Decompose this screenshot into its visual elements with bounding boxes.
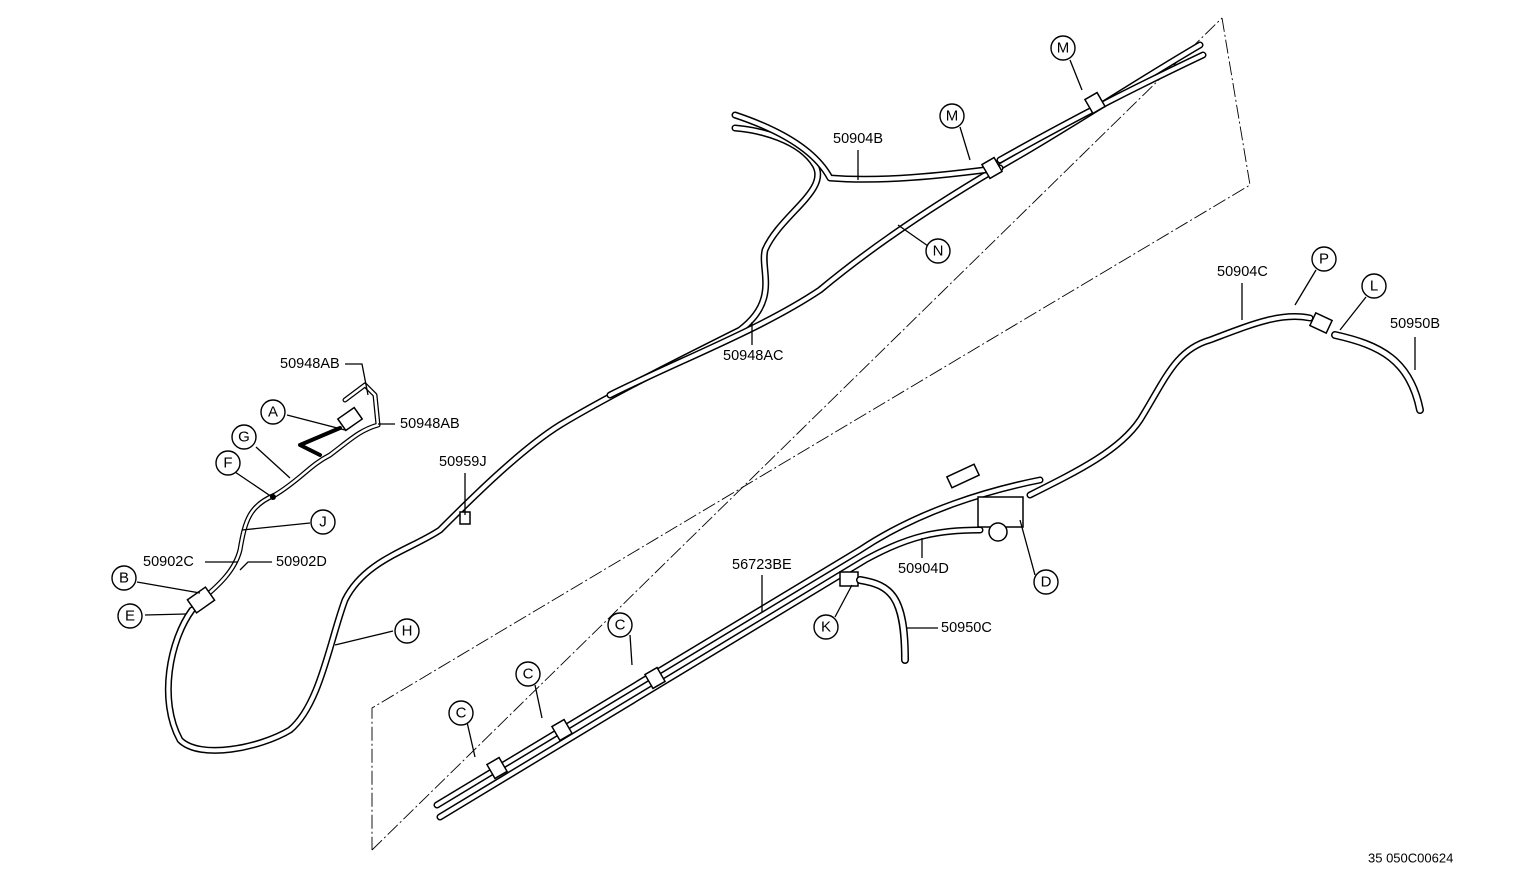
svg-text:M: M bbox=[946, 108, 959, 125]
pipe-N bbox=[606, 41, 1207, 399]
callout-C-3: C bbox=[448, 700, 474, 726]
label-50902D: 50902D bbox=[276, 554, 327, 570]
pipe-50904C bbox=[1026, 313, 1314, 499]
svg-text:N: N bbox=[933, 243, 944, 260]
drawing-number: 35 050C00624 bbox=[1368, 851, 1453, 866]
label-50904B: 50904B bbox=[833, 131, 883, 147]
label-56723BE: 56723BE bbox=[732, 557, 792, 573]
svg-text:C: C bbox=[523, 666, 534, 683]
callout-E: E bbox=[117, 603, 143, 629]
callout-H: H bbox=[394, 618, 420, 644]
callout-M-1: M bbox=[1050, 35, 1076, 61]
svg-text:L: L bbox=[1370, 278, 1378, 295]
svg-text:H: H bbox=[402, 623, 413, 640]
svg-text:K: K bbox=[821, 619, 831, 636]
svg-text:M: M bbox=[1057, 40, 1070, 57]
callout-P: P bbox=[1311, 246, 1337, 272]
valve-assembly-D bbox=[945, 463, 1024, 542]
label-50959J: 50959J bbox=[439, 454, 487, 470]
callout-F: F bbox=[215, 450, 241, 476]
label-50904D: 50904D bbox=[898, 561, 949, 577]
pipe-50904B bbox=[731, 111, 1004, 183]
pipe-56723BE bbox=[433, 476, 1044, 821]
label-50948AC: 50948AC bbox=[723, 348, 783, 364]
label-50950C: 50950C bbox=[941, 620, 992, 636]
callout-N: N bbox=[925, 238, 951, 264]
callout-D: D bbox=[1033, 569, 1059, 595]
label-50950B: 50950B bbox=[1390, 316, 1440, 332]
svg-text:P: P bbox=[1319, 251, 1329, 268]
callout-C-2: C bbox=[515, 661, 541, 687]
harness-50902 bbox=[186, 382, 381, 614]
pipe-50948AC-H bbox=[164, 124, 822, 754]
callout-K: K bbox=[813, 614, 839, 640]
clips bbox=[459, 91, 1107, 780]
callout-L: L bbox=[1361, 273, 1387, 299]
pipe-50950B bbox=[1308, 311, 1424, 414]
label-50904C: 50904C bbox=[1217, 264, 1268, 280]
callout-A: A bbox=[260, 399, 286, 425]
svg-text:G: G bbox=[238, 429, 250, 446]
svg-text:C: C bbox=[456, 705, 467, 722]
callout-B: B bbox=[111, 565, 137, 591]
pipe-50950C bbox=[839, 571, 909, 664]
svg-text:C: C bbox=[615, 617, 626, 634]
section-boundary bbox=[371, 17, 1251, 851]
callout-C-1: C bbox=[607, 612, 633, 638]
callout-M-2: M bbox=[939, 103, 965, 129]
label-50948AB-top: 50948AB bbox=[280, 356, 340, 372]
svg-text:J: J bbox=[319, 514, 327, 531]
svg-text:F: F bbox=[223, 455, 232, 472]
label-50902C: 50902C bbox=[143, 554, 194, 570]
leader-lines bbox=[136, 59, 1416, 758]
svg-text:A: A bbox=[268, 404, 278, 421]
callout-G: G bbox=[231, 424, 257, 450]
svg-text:B: B bbox=[119, 570, 129, 587]
callout-J: J bbox=[310, 509, 336, 535]
label-50948AB-side: 50948AB bbox=[400, 416, 460, 432]
svg-text:E: E bbox=[125, 608, 135, 625]
svg-text:D: D bbox=[1041, 574, 1052, 591]
